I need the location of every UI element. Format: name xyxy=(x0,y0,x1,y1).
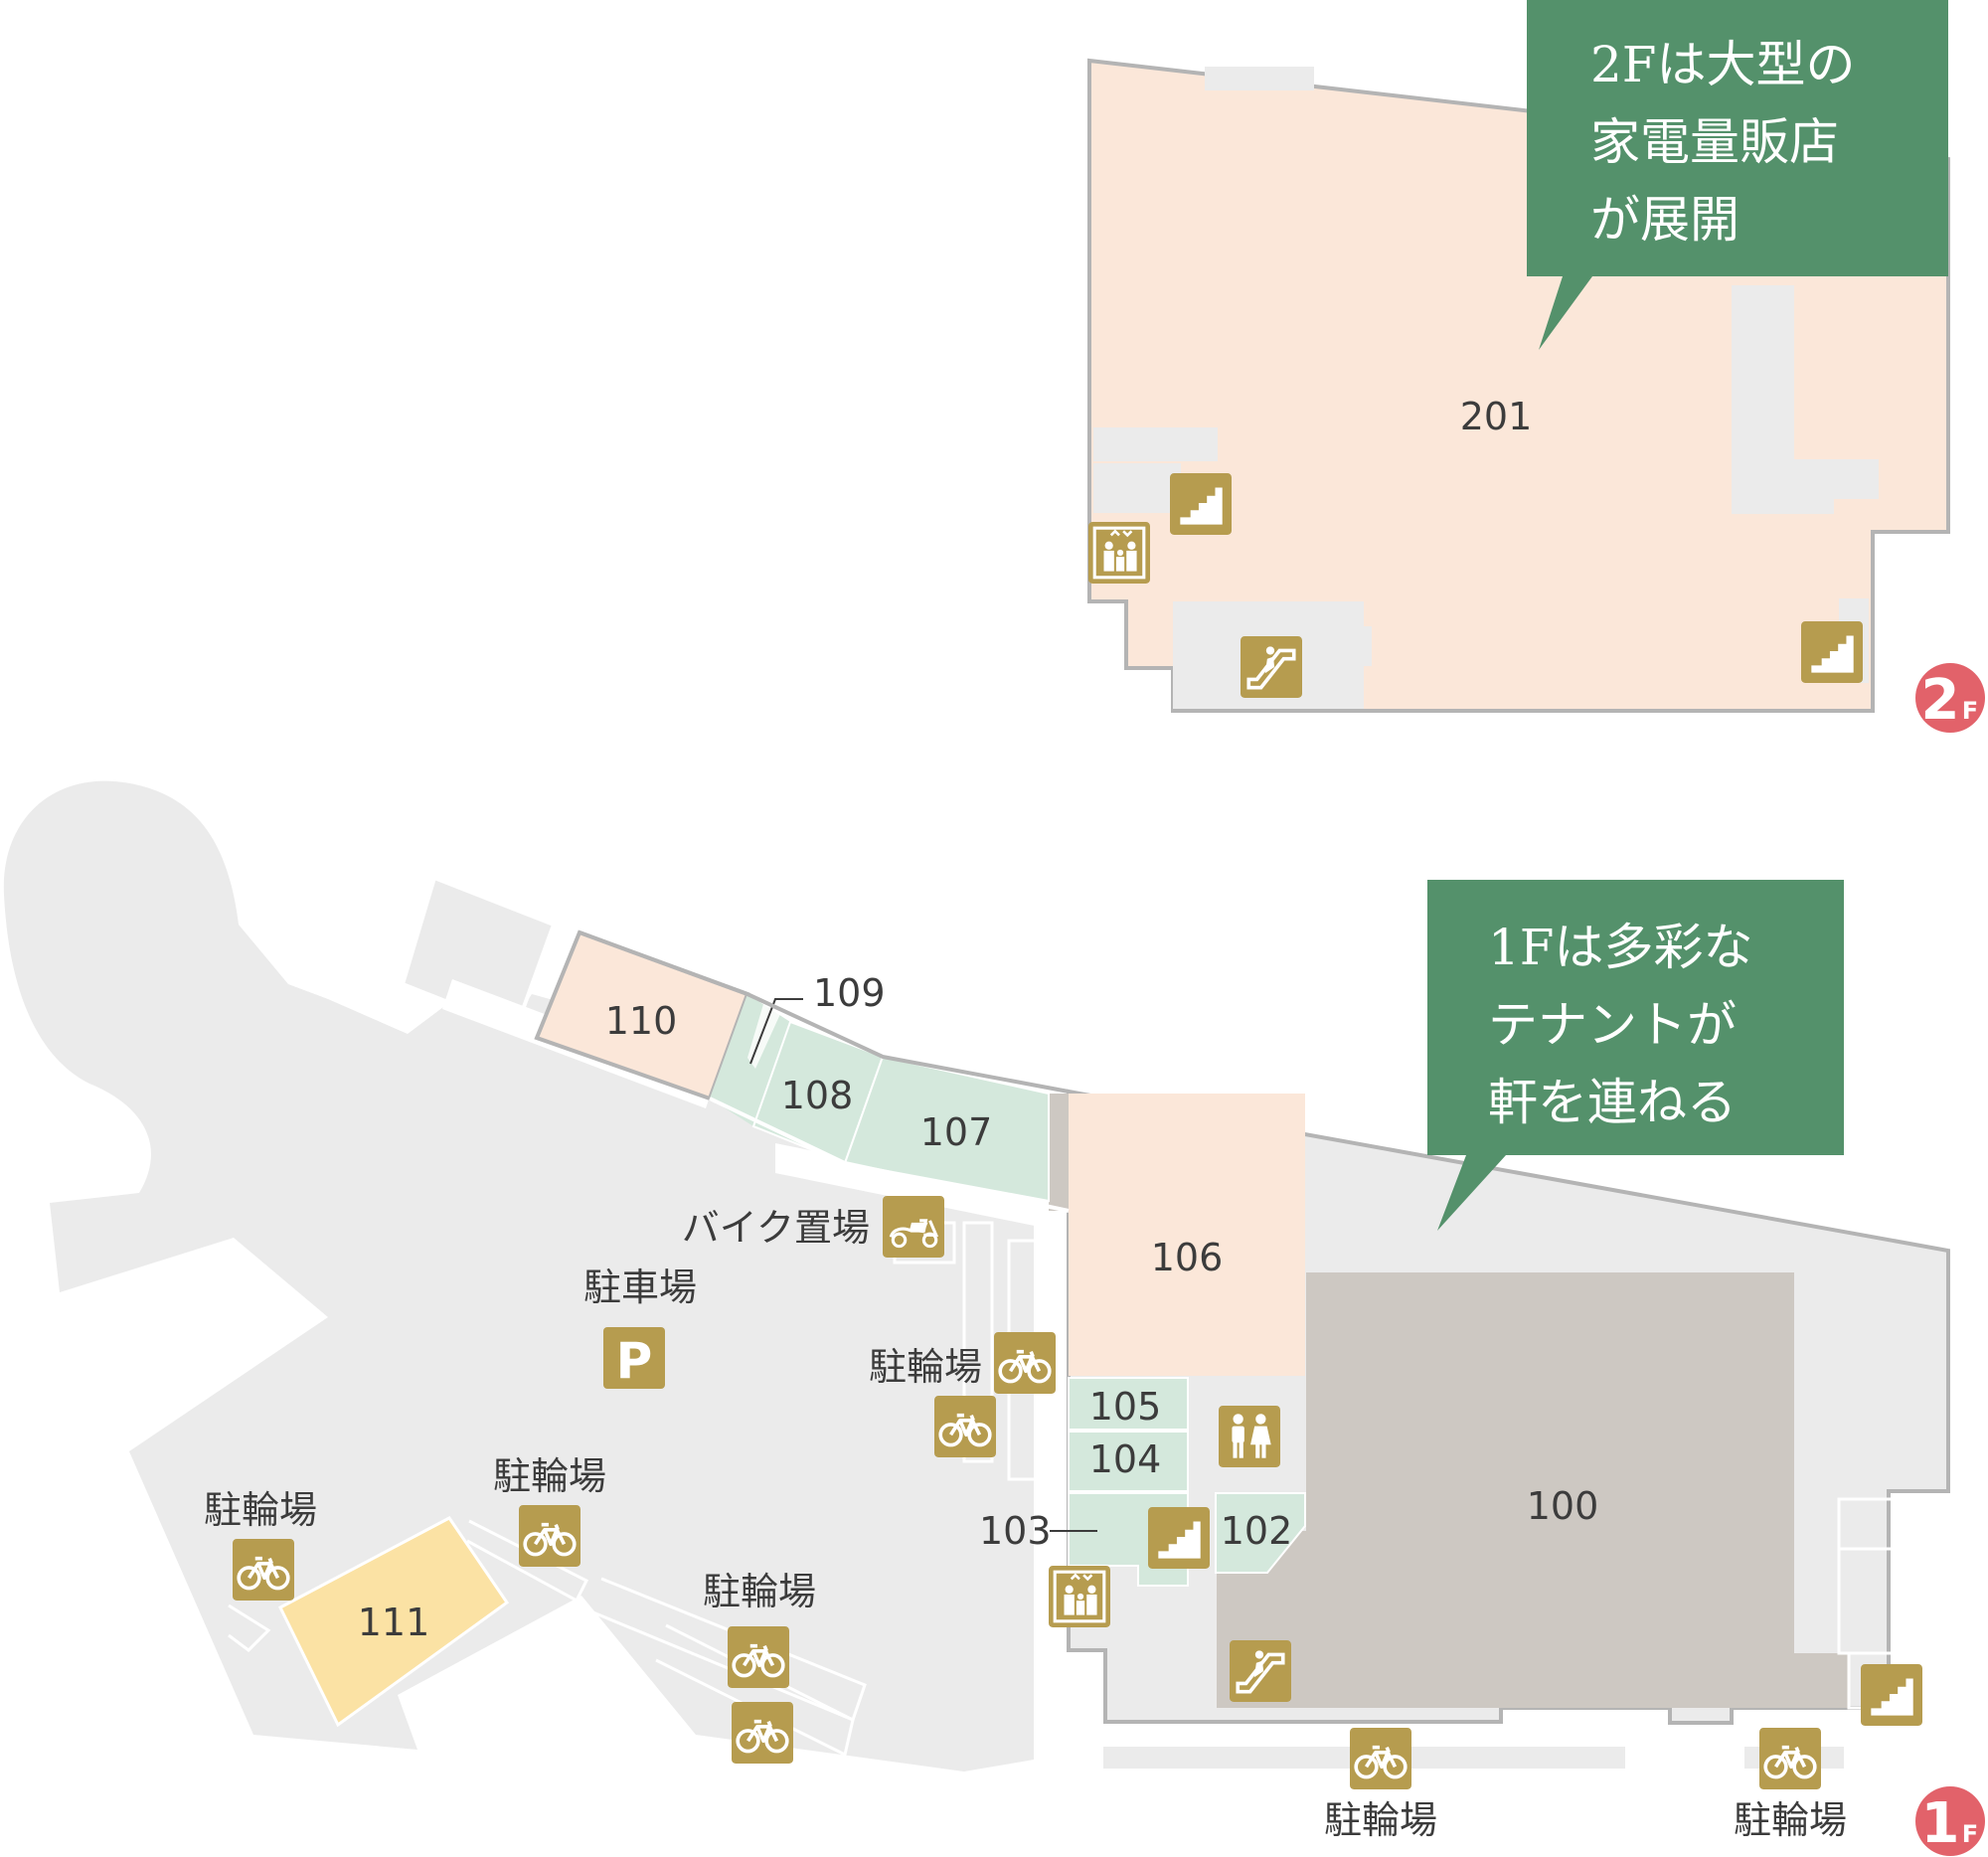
unit-201[interactable]: 201 xyxy=(1460,395,1533,438)
floor-badge-2f-number: 2 xyxy=(1921,668,1960,733)
callout-1f-line-3: 軒を連ねる xyxy=(1488,1074,1737,1131)
unit-107-area[interactable] xyxy=(843,1055,1050,1203)
car-parking-label: 駐車場 xyxy=(583,1266,697,1309)
bicycle-parking-label: 駐輪場 xyxy=(1324,1798,1437,1842)
stairs-icon xyxy=(1170,473,1232,535)
unit-105[interactable]: 105 xyxy=(1089,1385,1162,1429)
bicycle-icon xyxy=(1759,1728,1821,1789)
elevator-icon xyxy=(1049,1566,1110,1627)
stairs-icon xyxy=(1861,1664,1922,1726)
roof-strip-2f xyxy=(1205,67,1314,90)
elevator-icon xyxy=(1088,522,1150,584)
parking-sign-letter: P xyxy=(616,1332,653,1390)
bike-parking-label: バイク置場 xyxy=(682,1206,870,1250)
callout-1f-line-2: テナントが xyxy=(1488,996,1737,1054)
parking-lot-ground xyxy=(3,780,1069,1772)
unit-104-area[interactable] xyxy=(1068,1431,1189,1492)
floor-badge-2f-letter: F xyxy=(1962,697,1978,725)
unit-110[interactable]: 110 xyxy=(605,999,678,1043)
floor-badge-1f-letter: F xyxy=(1962,1820,1978,1848)
floor-badge-1f-number: 1 xyxy=(1921,1791,1960,1856)
unit-109-leader xyxy=(749,998,803,1065)
unit-102-area[interactable] xyxy=(1215,1492,1306,1574)
unit-106-area[interactable] xyxy=(1069,1094,1305,1376)
unit-102[interactable]: 102 xyxy=(1221,1509,1293,1553)
callout-2f: 2Fは大型の 家電量販店 が展開 xyxy=(1527,0,1948,350)
escalator-icon xyxy=(1241,636,1302,698)
bicycle-parking-label: 駐輪場 xyxy=(703,1570,816,1613)
strip-outline-bottom xyxy=(709,1097,1070,1213)
escalator-icon xyxy=(1230,1640,1291,1702)
divider-106 xyxy=(1049,1094,1069,1211)
strip-outline xyxy=(579,930,1070,1094)
bicycle-icon xyxy=(728,1626,789,1688)
callout-1f-line-1: 1Fは多彩な xyxy=(1488,919,1753,976)
bicycle-icon xyxy=(233,1539,294,1601)
unit-103[interactable]: 103 xyxy=(979,1509,1052,1553)
bicycle-icon xyxy=(1350,1728,1411,1789)
unit-111-area[interactable] xyxy=(278,1516,510,1728)
callout-2f-line-3: が展開 xyxy=(1590,191,1740,249)
callout-2f-line-1: 2Fは大型の xyxy=(1590,36,1856,93)
scooter-icon xyxy=(883,1196,944,1258)
unit-107[interactable]: 107 xyxy=(920,1110,993,1154)
bicycle-icon xyxy=(994,1332,1056,1394)
service-rooms-1f xyxy=(1837,1497,1896,1710)
floor-badge-2f: 2 F xyxy=(1915,663,1985,733)
floor-badge-1f: 1 F xyxy=(1915,1786,1985,1856)
stairs-icon xyxy=(1801,621,1863,683)
unit-108[interactable]: 108 xyxy=(781,1074,854,1117)
callout-1f: 1Fは多彩な テナントが 軒を連ねる xyxy=(1427,880,1844,1231)
callout-2f-line-2: 家電量販店 xyxy=(1590,113,1839,171)
unit-105-area[interactable] xyxy=(1068,1377,1189,1431)
unit-109[interactable]: 109 xyxy=(813,971,886,1015)
stairs-icon xyxy=(1148,1507,1210,1569)
bicycle-icon xyxy=(934,1396,996,1457)
unit-111[interactable]: 111 xyxy=(358,1601,430,1644)
bicycle-parking-label: 駐輪場 xyxy=(869,1345,982,1389)
unit-104[interactable]: 104 xyxy=(1089,1437,1162,1481)
bicycle-parking-label: 駐輪場 xyxy=(204,1488,317,1532)
parking-icon: P xyxy=(603,1327,665,1390)
bicycle-icon xyxy=(519,1505,580,1567)
bicycle-parking-label: 駐輪場 xyxy=(493,1454,606,1498)
bicycle-parking-label: 駐輪場 xyxy=(1734,1798,1847,1842)
second-floor: 201 2Fは大型の 家電量販店 が展開 2 F xyxy=(1087,0,1985,733)
first-floor: 100 106 105 104 103 102 110 109 108 107 xyxy=(3,780,1985,1856)
restroom-icon xyxy=(1219,1406,1280,1467)
unit-106[interactable]: 106 xyxy=(1151,1236,1224,1279)
unit-100[interactable]: 100 xyxy=(1527,1484,1599,1528)
unit-100-area[interactable] xyxy=(1217,1272,1849,1708)
bicycle-icon xyxy=(732,1702,793,1764)
